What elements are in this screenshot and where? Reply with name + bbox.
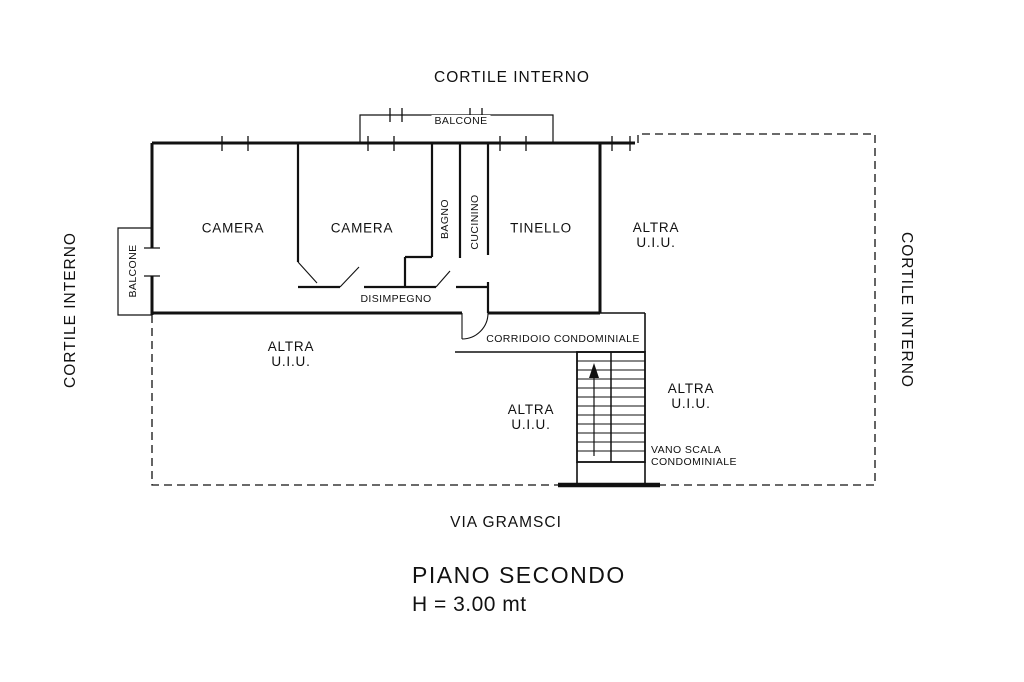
label-altra-uiu-center-line2: U.I.U.: [511, 417, 551, 432]
staircase: [576, 351, 646, 485]
interior-walls: [296, 143, 490, 313]
label-balcone-left: BALCONE: [127, 244, 139, 298]
label-vano-scala: VANO SCALA CONDOMINIALE: [651, 444, 737, 468]
label-tinello: TINELLO: [510, 220, 572, 236]
label-camera-2: CAMERA: [330, 220, 394, 236]
label-altra-uiu-left: ALTRA U.I.U.: [268, 339, 315, 369]
label-cortile-interno-top: CORTILE INTERNO: [434, 69, 590, 86]
window-ticks: [144, 108, 631, 277]
label-camera-1: CAMERA: [201, 220, 265, 236]
label-vano-scala-line1: VANO SCALA: [651, 444, 722, 456]
label-bagno: BAGNO: [439, 199, 451, 239]
label-altra-uiu-center: ALTRA U.I.U.: [508, 402, 555, 432]
door-leaves: [297, 261, 489, 340]
plan-height: H = 3.00 mt: [412, 593, 527, 616]
label-altra-uiu-right-line1: ALTRA: [667, 381, 715, 396]
label-altra-uiu-left-line1: ALTRA: [267, 339, 315, 354]
label-balcone-top: BALCONE: [431, 115, 491, 127]
label-cortile-interno-right: CORTILE INTERNO: [898, 232, 915, 388]
label-altra-uiu-left-line2: U.I.U.: [271, 354, 311, 369]
label-altra-uiu-top-right-line2: U.I.U.: [636, 235, 676, 250]
plan-title: PIANO SECONDO: [412, 562, 626, 588]
label-corridoio-condominiale: CORRIDOIO CONDOMINIALE: [483, 333, 643, 345]
label-cucinino: CUCININO: [469, 194, 481, 250]
label-via-gramsci: VIA GRAMSCI: [450, 514, 562, 531]
property-boundary: [151, 133, 876, 486]
label-vano-scala-line2: CONDOMINIALE: [651, 456, 737, 468]
label-altra-uiu-right: ALTRA U.I.U.: [668, 381, 715, 411]
label-cortile-interno-left: CORTILE INTERNO: [62, 232, 79, 388]
label-altra-uiu-right-line2: U.I.U.: [671, 396, 711, 411]
label-altra-uiu-center-line1: ALTRA: [507, 402, 555, 417]
stair-up-arrow-icon: [589, 363, 599, 378]
label-disimpegno: DISIMPEGNO: [357, 293, 435, 305]
label-altra-uiu-top-right: ALTRA U.I.U.: [633, 220, 680, 250]
label-altra-uiu-top-right-line1: ALTRA: [632, 220, 680, 235]
